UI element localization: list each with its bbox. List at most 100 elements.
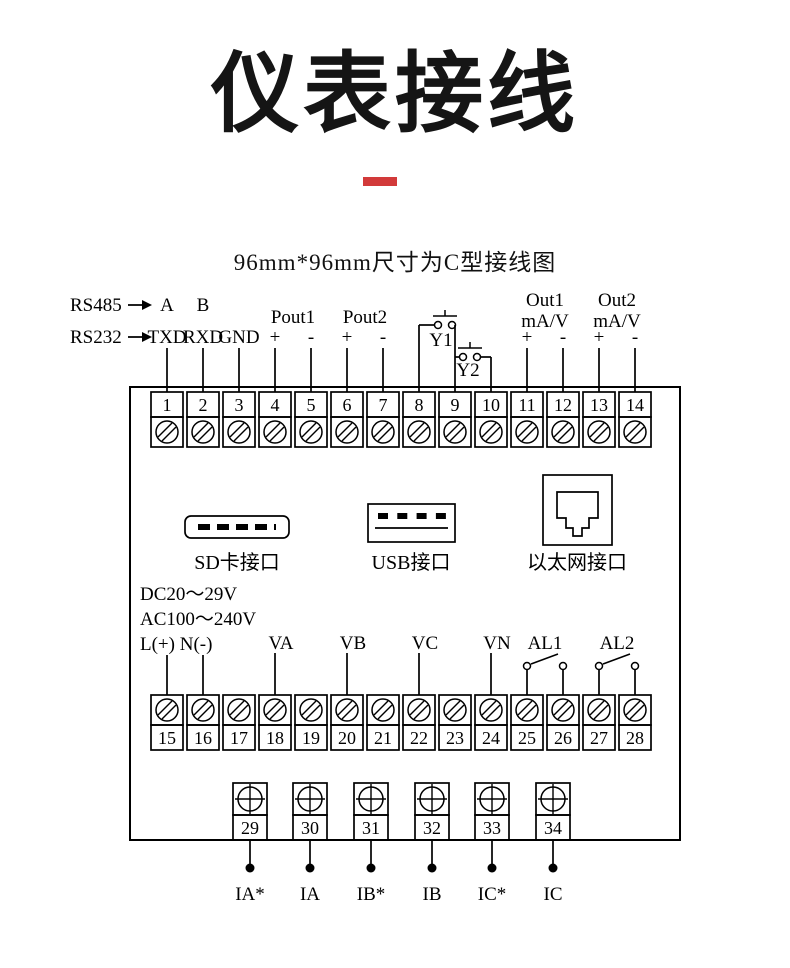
screw-terminal-icon [335,698,359,722]
terminal-screw-cell [150,416,184,448]
screw-slot [485,426,501,442]
screw-slot [233,704,249,720]
terminal-number: 20 [338,728,356,748]
contact-dot [594,661,604,671]
screw-slot [517,422,533,438]
terminal-number: 17 [230,728,248,748]
screw-terminal-icon [335,420,359,444]
terminal-screw-cell [546,416,580,448]
ethernet-label: 以太网接口 [527,551,627,574]
terminal-number: 3 [235,395,244,415]
pin-minus: - [308,327,314,348]
terminal-number: 14 [626,395,644,415]
current-input-label: IB [423,884,442,905]
screw-slot [629,426,645,442]
terminal-number-cell [366,724,400,751]
terminal-number: 34 [544,818,562,838]
terminal-number: 16 [194,728,212,748]
screw-slot [301,700,317,716]
screw-terminal-icon [155,420,179,444]
relay-label: AL1 [528,633,563,654]
rs232-pin-gnd: GND [218,327,259,348]
screw-slot [229,700,245,716]
rs485-label: RS485 [70,295,122,316]
screw-terminal-icon [515,420,539,444]
terminal-number-cell [510,724,544,751]
arrow-head [142,332,152,342]
terminal-number-cell [438,724,472,751]
screw-slot [193,700,209,716]
pout2-label: Pout2 [343,307,387,328]
pin-minus: - [560,327,566,348]
screw-terminal-icon [623,698,647,722]
screw-slot [517,700,533,716]
screw-slot [553,422,569,438]
sd-card-label: SD卡接口 [194,551,280,574]
screw-slot [305,426,321,442]
screw-terminal-icon [515,698,539,722]
terminal-screw-cell [258,416,292,448]
screw-slot [229,422,245,438]
terminal-number-cell [330,724,364,751]
current-input-label: IC* [478,884,507,905]
terminal-number: 19 [302,728,320,748]
terminal-number: 1 [163,395,172,415]
terminal-number-cell [294,724,328,751]
terminal-screw-cell [618,416,652,448]
screw-terminal-icon [587,698,611,722]
terminal-screw-cell [330,416,364,448]
page-title: 仪表接线 [210,44,579,143]
terminal-number: 30 [301,818,319,838]
terminal-screw-cell [222,416,256,448]
terminal-number-cell [474,724,508,751]
screw-slot [409,422,425,438]
screw-terminal-icon [551,420,575,444]
terminal-number: 21 [374,728,392,748]
screw-slot [589,422,605,438]
y1-label: Y1 [429,330,452,351]
pin-plus: + [594,327,605,348]
terminal-number: 32 [423,818,441,838]
terminal-number: 15 [158,728,176,748]
screw-slot [449,704,465,720]
rs485-pin-a: A [160,295,174,316]
current-input-label: IA* [235,884,265,905]
terminal-number: 22 [410,728,428,748]
screw-slot [373,700,389,716]
screw-slot [553,700,569,716]
terminal-number: 9 [451,395,460,415]
out1-unit: mA/V [521,311,569,332]
screw-slot [157,700,173,716]
terminal-number-cell [546,724,580,751]
current-input-label: IA [300,884,320,905]
screw-terminal-icon [371,698,395,722]
terminal-number-cell [402,724,436,751]
terminal-number: 8 [415,395,424,415]
contact-dot [558,661,568,671]
pin-plus: + [270,327,281,348]
screw-slot [481,700,497,716]
ethernet-icon [542,474,613,546]
wire-end-dot [245,863,255,873]
ethernet-jack [556,491,599,537]
title-accent-mark [363,177,397,186]
screw-terminal-icon [191,420,215,444]
pin-plus: + [342,327,353,348]
terminal-number: 27 [590,728,608,748]
screw-slot [485,704,501,720]
screw-terminal-icon [443,698,467,722]
screw-terminal-icon [299,420,323,444]
screw-slot [521,704,537,720]
screw-slot [377,704,393,720]
voltage-label: VA [269,633,294,654]
terminal-screw-cell [438,416,472,448]
terminal-number-cell [222,724,256,751]
usb-icon [367,503,456,543]
screw-terminal-icon [407,698,431,722]
pin-minus: - [380,327,386,348]
terminal-screw-cell [186,416,220,448]
screw-slot [413,704,429,720]
screw-terminal-icon [263,420,287,444]
